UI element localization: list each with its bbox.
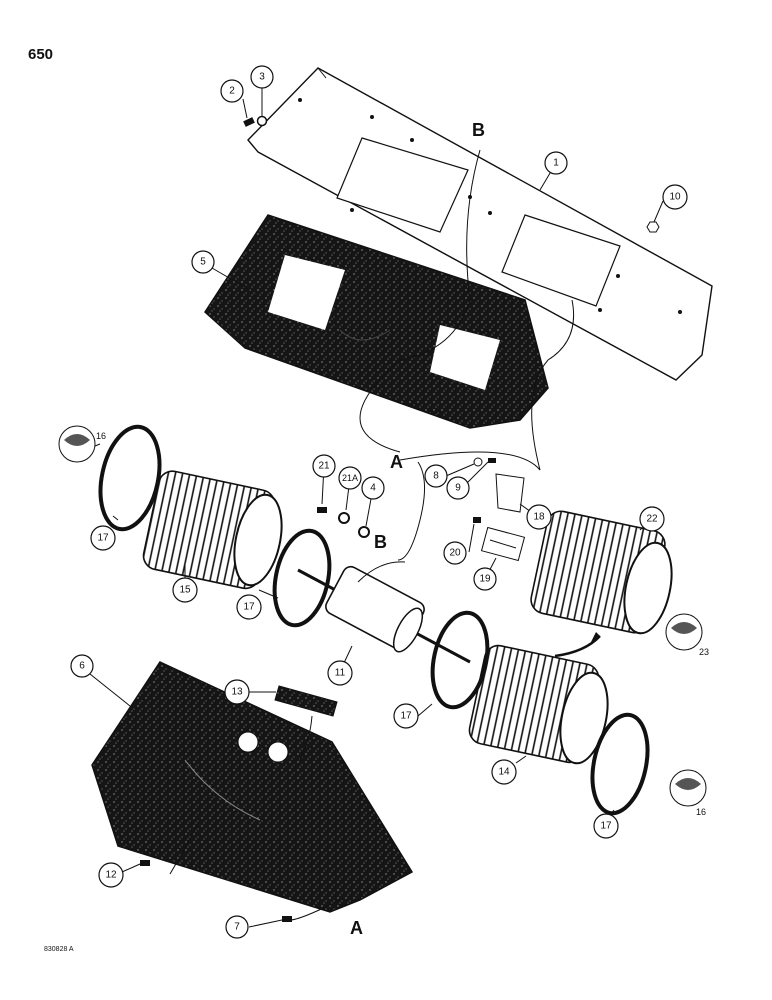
svg-text:6: 6: [79, 661, 85, 672]
callout-10: 10: [662, 184, 688, 210]
callout-20: 20: [443, 541, 467, 565]
svg-text:16: 16: [96, 431, 106, 441]
callout-23: 23: [699, 647, 709, 657]
svg-text:17: 17: [97, 533, 109, 544]
svg-text:12: 12: [105, 870, 117, 881]
callout-13: 13: [224, 679, 250, 705]
svg-text:9: 9: [455, 483, 461, 494]
seal-ring: [590, 712, 650, 816]
svg-text:2: 2: [229, 86, 235, 97]
svg-text:18: 18: [533, 512, 545, 523]
gasket-strip: [274, 685, 338, 717]
svg-text:15: 15: [179, 585, 191, 596]
svg-text:19: 19: [479, 574, 491, 585]
seal-ring: [430, 610, 490, 710]
resistor-block: [480, 526, 526, 562]
svg-text:3: 3: [259, 72, 265, 83]
svg-text:14: 14: [498, 767, 510, 778]
callout-17: 17: [393, 703, 419, 729]
callout-15: 15: [172, 577, 198, 603]
callout-12: 12: [98, 862, 124, 888]
svg-text:7: 7: [234, 922, 240, 933]
svg-text:4: 4: [370, 483, 376, 494]
svg-text:20: 20: [449, 548, 461, 559]
screw-7: [282, 916, 292, 922]
page-number: 650: [28, 46, 54, 63]
svg-text:10: 10: [669, 192, 681, 203]
callout-11: 11: [327, 660, 353, 686]
callout-17: 17: [236, 594, 262, 620]
callout-9: 9: [446, 476, 470, 500]
nut-10: [646, 221, 660, 233]
callout-1: 1: [544, 151, 568, 175]
mounting-plate: [247, 67, 713, 381]
washer-8: [473, 457, 483, 467]
screw-21: [317, 507, 327, 513]
svg-text:22: 22: [646, 514, 658, 525]
screw-20: [473, 517, 481, 523]
callout-18: 18: [526, 504, 552, 530]
hose-clamp: [669, 769, 707, 807]
nut-21a: [338, 512, 350, 524]
washer-3: [256, 115, 268, 127]
callout-14: 14: [491, 759, 517, 785]
figure-code: 830828 A: [44, 946, 74, 953]
callout-8: 8: [424, 464, 448, 488]
terminal-4: [358, 526, 370, 538]
ref-letter-a: A: [350, 918, 363, 938]
blower-motor: [297, 561, 471, 664]
svg-text:1: 1: [553, 158, 559, 169]
seal-ring: [272, 528, 332, 628]
svg-text:13: 13: [231, 687, 243, 698]
left-blower-wheel: [142, 470, 283, 590]
svg-text:21: 21: [318, 461, 330, 472]
svg-text:17: 17: [400, 711, 412, 722]
callout-4: 4: [361, 476, 385, 500]
callout-7: 7: [225, 915, 249, 939]
svg-text:16: 16: [696, 807, 706, 817]
resistor-bracket: [495, 473, 525, 513]
svg-text:11: 11: [335, 668, 346, 679]
svg-text:17: 17: [600, 821, 612, 832]
callout-5: 5: [191, 250, 215, 274]
ref-letter-b: B: [472, 120, 485, 140]
ref-letter-a: A: [390, 452, 403, 472]
seal-ring: [98, 424, 162, 532]
screw-2: [243, 117, 255, 127]
callout-22: 22: [639, 506, 665, 532]
callout-6: 6: [70, 654, 94, 678]
upper-housing: [204, 214, 549, 429]
screw-12: [140, 860, 150, 866]
right-blower-wheel: [468, 644, 609, 765]
callout-2: 2: [220, 79, 244, 103]
callout-19: 19: [473, 567, 497, 591]
callout-21: 21: [312, 454, 336, 478]
upper-blower-wheel: [530, 510, 673, 635]
callout-3: 3: [250, 65, 274, 89]
callout-17: 17: [90, 525, 116, 551]
ref-letter-b: B: [374, 532, 387, 552]
hose-clamp: [665, 613, 703, 651]
screw-9: [488, 458, 496, 463]
svg-text:5: 5: [200, 257, 206, 268]
svg-text:21A: 21A: [342, 473, 358, 483]
callout-16: 16: [696, 807, 706, 817]
svg-text:17: 17: [243, 602, 255, 613]
svg-text:8: 8: [433, 471, 439, 482]
svg-text:23: 23: [699, 647, 709, 657]
callout-21a: 21A: [338, 466, 362, 490]
hose-clamp: [58, 425, 96, 463]
callout-17: 17: [593, 813, 619, 839]
lower-housing: [91, 661, 414, 913]
callout-16: 16: [96, 431, 106, 441]
